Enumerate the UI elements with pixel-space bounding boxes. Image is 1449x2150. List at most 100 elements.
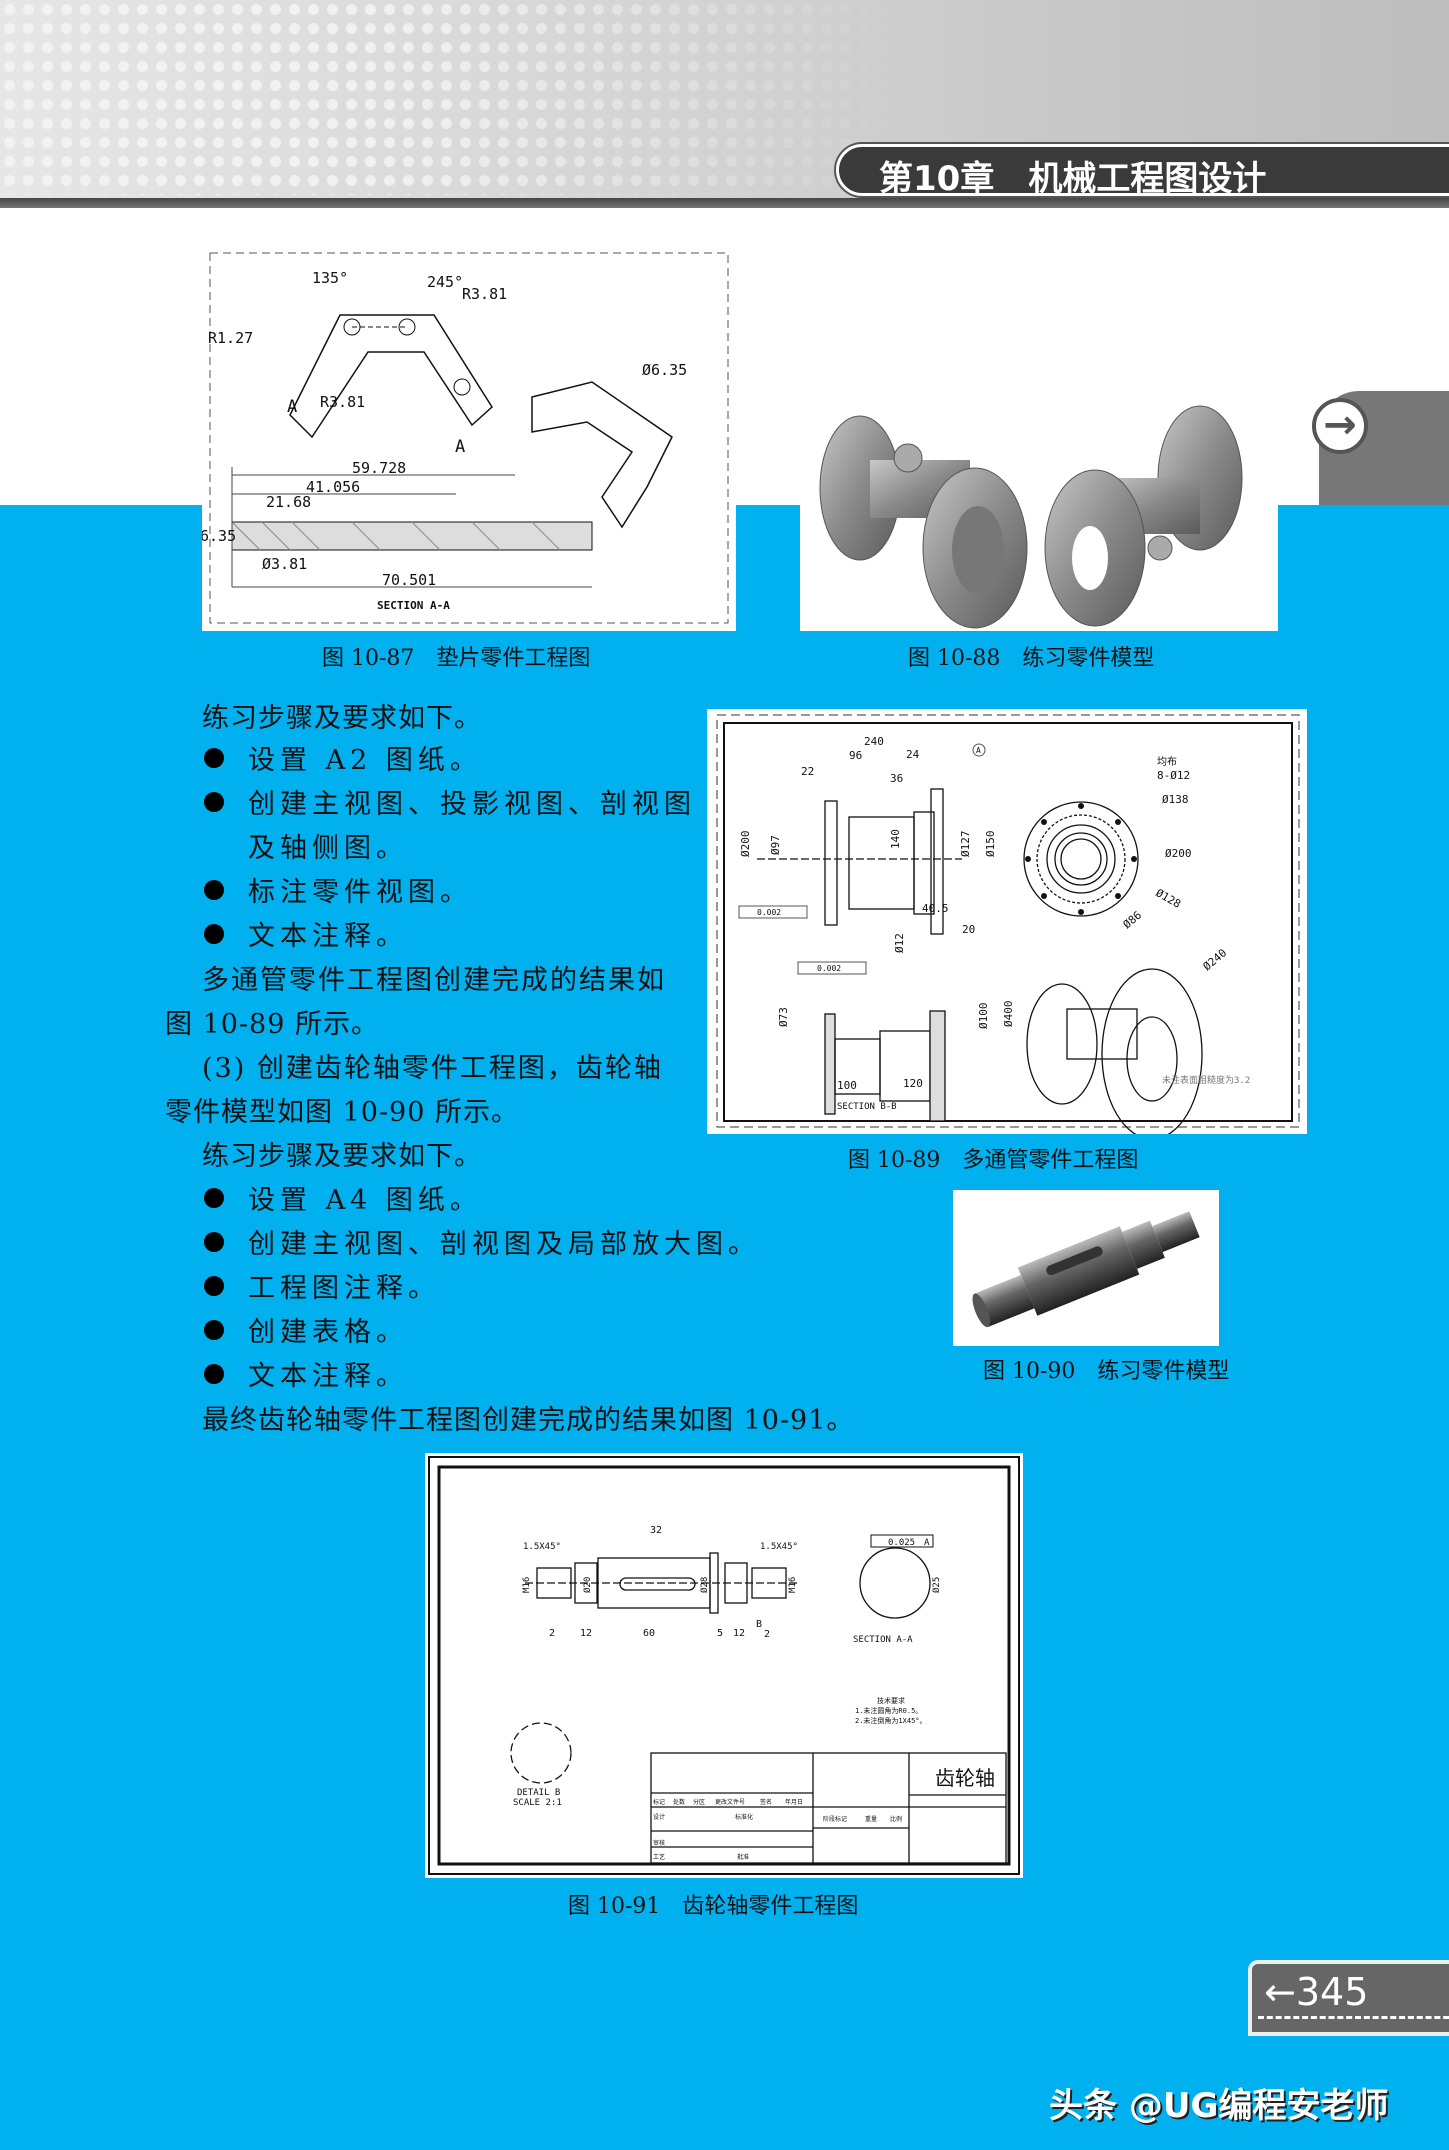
- dashed-divider: [1258, 2016, 1449, 2019]
- dimension-label: Ø28: [699, 1577, 710, 1593]
- paragraph: 图 10-89 所示。: [165, 1009, 380, 1040]
- header-divider: [0, 198, 1449, 208]
- dimension-label: 40.5: [922, 902, 949, 915]
- chapter-title-tab: 第10章 机械工程图设计: [836, 144, 1449, 199]
- dimension-label: 24: [906, 748, 920, 761]
- figure-10-87: 135° 245° R3.81 R1.27 A R3.81 A Ø6.35 59…: [202, 247, 736, 631]
- list-item-continuation: 及轴侧图。: [248, 833, 408, 864]
- dimension-label: 22: [801, 765, 814, 778]
- figure-caption: 图 10-90 练习零件模型: [983, 1359, 1230, 1384]
- figure-10-90: [953, 1190, 1219, 1346]
- paragraph: 练习步骤及要求如下。: [202, 1141, 482, 1172]
- dimension-label: Ø150: [984, 831, 997, 858]
- dimension-label: 2: [764, 1629, 770, 1640]
- list-item: 标注零件视图。: [204, 870, 472, 909]
- title-block-cell: 重量: [865, 1815, 877, 1823]
- dimension-label: 2: [549, 1628, 555, 1639]
- dimension-label: Ø86: [1121, 909, 1145, 932]
- list-item: 文本注释。: [204, 1354, 408, 1393]
- dimension-label: Ø400: [1002, 1001, 1015, 1028]
- title-block-cell: 处数: [673, 1798, 685, 1806]
- figure-caption: 图 10-89 多通管零件工程图: [848, 1148, 1139, 1173]
- dimension-label: M16: [522, 1577, 532, 1593]
- list-item-text: 设置 A2 图纸。: [248, 745, 482, 776]
- title-block-cell: 工艺: [653, 1853, 665, 1861]
- dimension-label: 41.056: [306, 478, 360, 496]
- dimension-label: 96: [849, 749, 862, 762]
- figure-10-91: 32 1.5X45° 1.5X45° M16 Ø20 Ø28 M16 2 12 …: [425, 1453, 1023, 1878]
- chamfer-label: 1.5X45°: [760, 1542, 798, 1552]
- tolerance-value: 0.002: [757, 908, 781, 917]
- dimension-label: 245°: [427, 273, 463, 291]
- dimension-label: 60: [643, 1628, 655, 1639]
- paragraph: 多通管零件工程图创建完成的结果如: [202, 965, 666, 996]
- dimension-label: Ø128: [1154, 886, 1183, 911]
- datum-label: A: [924, 1538, 930, 1548]
- dimension-label: 100: [837, 1079, 857, 1092]
- list-item: 创建表格。: [204, 1310, 408, 1349]
- dimension-label: Ø20: [582, 1577, 593, 1593]
- dimension-label: 20: [962, 923, 975, 936]
- bullet-icon: [204, 792, 224, 812]
- figure-10-89: 240 96 24 22 36 Ø200 Ø97 140 Ø127 Ø150 均…: [707, 709, 1307, 1134]
- dimension-label: R1.27: [208, 329, 253, 347]
- title-block-cell: 年月日: [785, 1798, 803, 1806]
- title-block-cell: 批准: [737, 1853, 749, 1861]
- bullet-icon: [204, 1364, 224, 1384]
- paragraph: 零件模型如图 10-90 所示。: [165, 1097, 520, 1128]
- dimension-label: 5: [717, 1628, 723, 1639]
- detail-title: DETAIL B: [517, 1788, 560, 1798]
- roughness-note: 未注表面粗糙度为3.2: [1162, 1074, 1250, 1086]
- title-block-cell: 分区: [693, 1798, 705, 1806]
- list-item-text: 创建主视图、剖视图及局部放大图。: [248, 1229, 760, 1260]
- datum-label: A: [976, 746, 981, 755]
- paragraph: 最终齿轮轴零件工程图创建完成的结果如图 10-91。: [202, 1405, 855, 1436]
- title-block-cell: 审核: [653, 1839, 665, 1847]
- dimension-label: 8-Ø12: [1157, 769, 1190, 782]
- dimension-label: Ø100: [977, 1003, 990, 1030]
- dimension-label: 120: [903, 1077, 923, 1090]
- detail-mark: B: [756, 1619, 762, 1630]
- page-header: [0, 0, 1449, 200]
- note-line: 1.未注圆角为R0.5。: [855, 1706, 922, 1715]
- note-label: 均布: [1157, 756, 1177, 768]
- page-number: ←345: [1264, 1970, 1369, 2014]
- dimension-label: 32: [650, 1525, 662, 1536]
- dimension-label: Ø127: [959, 831, 972, 858]
- watermark-text: 头条 @UG编程安老师: [1049, 2086, 1389, 2126]
- dimension-label: R3.81: [320, 393, 365, 411]
- title-block-cell: 比例: [890, 1815, 902, 1823]
- list-item: 设置 A4 图纸。: [204, 1178, 482, 1217]
- list-item-text: 文本注释。: [248, 1361, 408, 1392]
- header-dot-pattern: [0, 0, 900, 195]
- dimension-label: 12: [733, 1628, 745, 1639]
- dimension-label: Ø6.35: [642, 361, 687, 379]
- list-item-text: 设置 A4 图纸。: [248, 1185, 482, 1216]
- list-item-text: 工程图注释。: [248, 1273, 440, 1304]
- title-block-cell: 标准化: [735, 1813, 753, 1821]
- chapter-title: 第10章 机械工程图设计: [879, 159, 1267, 199]
- bullet-icon: [204, 880, 224, 900]
- section-mark: A: [287, 397, 297, 417]
- page-number-tab: ←345: [1248, 1960, 1449, 2036]
- dimension-label: Ø73: [777, 1007, 790, 1027]
- dimension-label: Ø240: [1201, 946, 1230, 973]
- title-block-cell: 标记: [653, 1798, 665, 1806]
- bullet-icon: [204, 924, 224, 944]
- title-block-cell: 阶段标记: [823, 1815, 847, 1823]
- section-title: SECTION A-A: [377, 599, 450, 612]
- list-item: 设置 A2 图纸。: [204, 738, 482, 777]
- dimension-label: Ø97: [769, 835, 782, 855]
- dimension-label: 12: [580, 1628, 592, 1639]
- dimension-label: 59.728: [352, 459, 406, 477]
- bullet-icon: [204, 1188, 224, 1208]
- section-mark: A: [455, 437, 465, 457]
- figure-caption: 图 10-87 垫片零件工程图: [322, 646, 591, 671]
- detail-scale: SCALE 2:1: [513, 1798, 562, 1808]
- tolerance-value: 0.002: [817, 964, 841, 973]
- dimension-label: 140: [889, 829, 902, 849]
- list-item-text: 创建主视图、投影视图、剖视图: [248, 789, 696, 820]
- dimension-label: 21.68: [266, 493, 311, 511]
- bullet-icon: [204, 1232, 224, 1252]
- dimension-label: Ø200: [1165, 847, 1192, 860]
